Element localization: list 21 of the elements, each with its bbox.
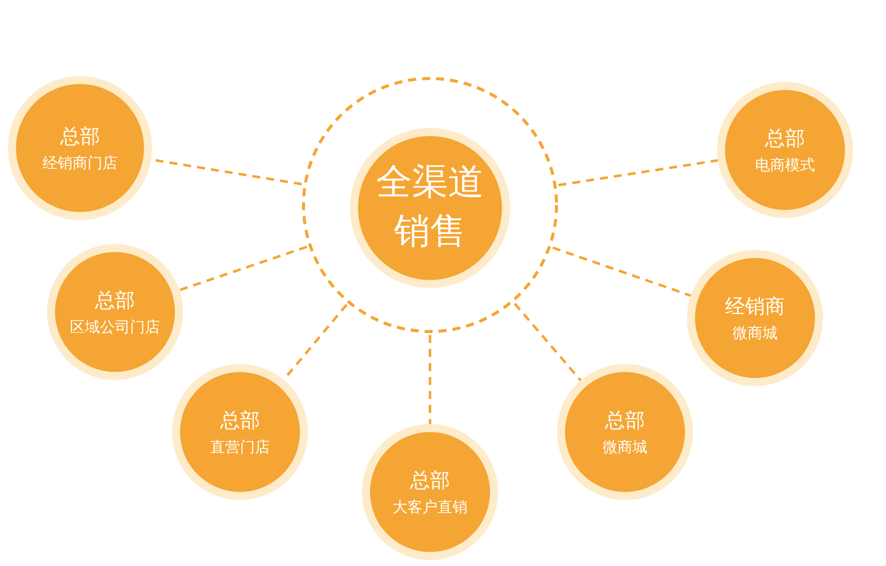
node-heading: 经销商	[725, 293, 785, 320]
node-text: 经销商门店	[42, 153, 118, 174]
node-heading: 总部	[95, 287, 135, 314]
node-heading: 总部	[605, 407, 645, 434]
node-heading: 总部	[220, 407, 260, 434]
node-text: 区域公司门店	[70, 317, 160, 338]
node-text: 微商城	[732, 323, 778, 344]
node-text: 直营门店	[210, 437, 270, 458]
center-title: 全渠道销售	[375, 161, 485, 254]
node-heading: 总部	[765, 125, 805, 152]
connector-line	[178, 246, 308, 292]
connector-line	[428, 335, 432, 424]
connector-line	[552, 246, 692, 297]
dashed-ring	[302, 77, 558, 333]
node-heading: 总部	[410, 467, 450, 494]
node-text: 电商模式	[755, 155, 815, 176]
node-text: 微商城	[602, 437, 648, 458]
node-heading: 总部	[60, 123, 100, 150]
connector-line	[558, 159, 718, 186]
connector-line	[514, 302, 582, 382]
node-text: 大客户直销	[392, 497, 468, 518]
